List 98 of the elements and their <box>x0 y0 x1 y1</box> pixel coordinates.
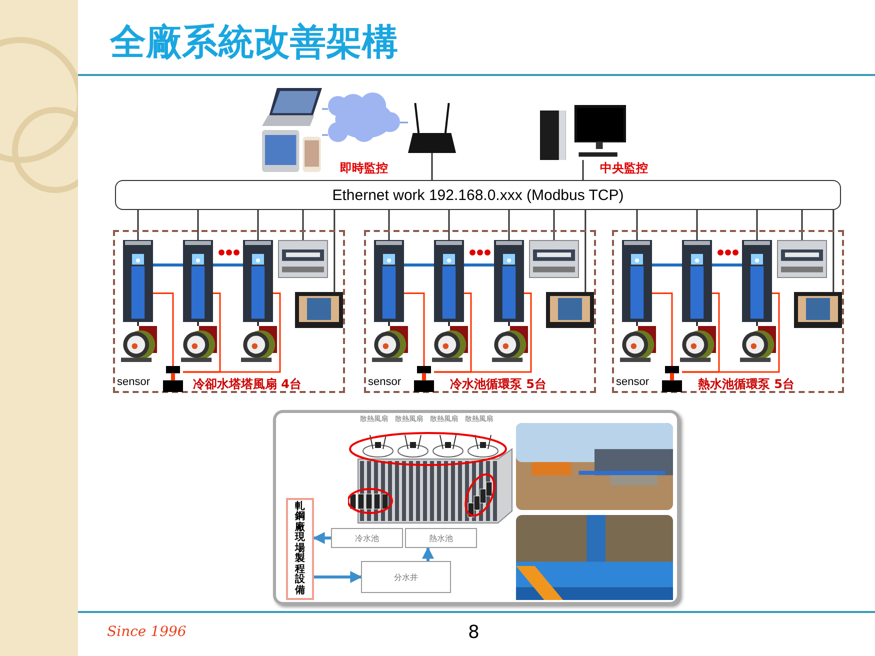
connector-line <box>400 122 408 124</box>
connector-line <box>636 322 638 326</box>
tablet-phone-icon <box>262 128 322 172</box>
caption-text: 即時監控 <box>340 160 388 177</box>
connector-line <box>582 160 584 180</box>
connector-line <box>652 264 682 266</box>
laptop-icon <box>262 88 322 126</box>
page-number: 8 <box>468 622 480 643</box>
connector-line <box>404 264 434 266</box>
connector-line <box>434 292 532 373</box>
connector-line <box>448 210 450 240</box>
group-frame <box>113 230 345 393</box>
arrow <box>422 546 434 561</box>
network-bar: Ethernet work 192.168.0.xxx (Modbus TCP) <box>115 180 841 210</box>
sensor-label: sensor <box>368 376 402 388</box>
group-frame <box>364 230 596 393</box>
pump-motor-icon <box>620 326 656 362</box>
connector-line <box>257 210 259 240</box>
connector-line <box>756 210 758 240</box>
connector-line <box>137 322 139 326</box>
pool-box: 熱水池 <box>405 528 477 548</box>
computer-icon <box>540 105 626 160</box>
cloud-icon <box>328 92 400 142</box>
connector-line <box>636 210 638 240</box>
connector-line <box>197 210 199 240</box>
pump-motor-icon <box>680 326 716 362</box>
site-photo <box>516 423 673 510</box>
connector-line <box>832 210 834 292</box>
connector-line <box>137 210 139 240</box>
connector-line <box>553 210 555 240</box>
connector-line <box>334 210 336 292</box>
connector-line <box>322 134 328 136</box>
pump-motor-icon <box>492 326 528 362</box>
connector-line <box>508 322 510 326</box>
connector-line <box>388 210 390 240</box>
pool-box: 分水井 <box>361 561 451 593</box>
drive-unit-icon <box>494 240 524 322</box>
group-frame <box>612 230 844 393</box>
sensor-icon <box>163 366 183 392</box>
pump-motor-icon <box>372 326 408 362</box>
caption-text: 中央監控 <box>600 160 648 177</box>
pump-motor-icon <box>121 326 157 362</box>
connector-line <box>696 322 698 326</box>
pump-motor-icon <box>432 326 468 362</box>
group-caption: 冷水池循環泵 5台 <box>450 376 547 393</box>
sensor-label: sensor <box>117 376 150 388</box>
sensor-icon <box>662 366 682 392</box>
page-title: 全廠系統改善架構 <box>110 21 398 65</box>
drive-unit-icon <box>682 240 712 322</box>
connector-line <box>652 292 673 366</box>
sensor-icon <box>414 366 434 392</box>
connector-line <box>448 322 450 326</box>
touch-screen-icon <box>546 292 594 328</box>
drive-unit-icon <box>434 240 464 322</box>
drive-unit-icon <box>742 240 772 322</box>
pump-motor-icon <box>740 326 776 362</box>
pump-motor-icon <box>241 326 277 362</box>
controller-icon <box>777 240 827 278</box>
connector-line <box>404 292 425 366</box>
sensor-label: sensor <box>616 376 650 388</box>
connector-line <box>213 264 243 266</box>
router-icon <box>408 103 456 153</box>
connector-line <box>197 322 199 326</box>
connector-line <box>153 264 183 266</box>
connector-line <box>508 210 510 240</box>
illustration-panel <box>273 410 680 605</box>
connector-line <box>388 322 390 326</box>
connector-line <box>183 292 281 373</box>
connector-line <box>322 108 328 110</box>
tagline-text: Since 1996 <box>107 624 186 640</box>
touch-screen-icon <box>295 292 343 328</box>
connector-line <box>153 292 174 366</box>
drive-unit-icon <box>622 240 652 322</box>
drive-unit-icon <box>183 240 213 322</box>
group-caption: 冷卻水塔塔風扇 4台 <box>193 376 302 393</box>
connector-line <box>584 210 586 292</box>
connector-line <box>756 322 758 326</box>
arrow <box>314 571 362 583</box>
arrow <box>312 532 331 544</box>
connector-line <box>712 264 742 266</box>
connector-line <box>464 264 494 266</box>
pipe-photo <box>516 515 673 600</box>
drive-unit-icon <box>243 240 273 322</box>
drive-unit-icon <box>123 240 153 322</box>
equipment-box: 軋鋼廠現場製程設備 <box>286 498 314 600</box>
connector-line <box>302 210 304 240</box>
pool-box: 冷水池 <box>331 528 403 548</box>
connector-line <box>431 153 433 180</box>
connector-line <box>682 292 780 373</box>
touch-screen-icon <box>794 292 842 328</box>
drive-unit-icon <box>374 240 404 322</box>
connector-line <box>801 210 803 240</box>
connector-line <box>257 322 259 326</box>
pump-motor-icon <box>181 326 217 362</box>
controller-icon <box>278 240 328 278</box>
group-caption: 熱水池循環泵 5台 <box>698 376 795 393</box>
controller-icon <box>529 240 579 278</box>
connector-line <box>696 210 698 240</box>
